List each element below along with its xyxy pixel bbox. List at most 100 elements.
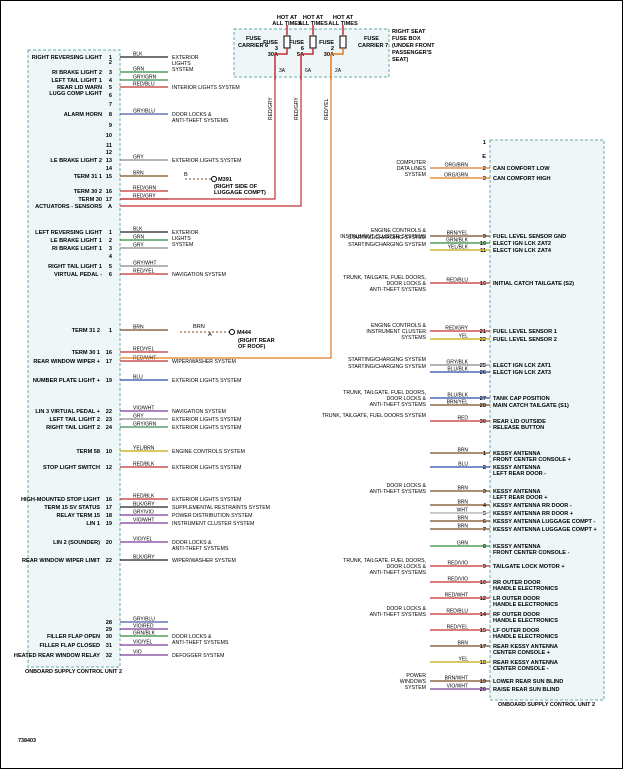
left-wire-label-b: GRY/BLU [133,617,155,623]
left-wire-label-b: BLU [133,375,143,381]
left-pin-number-b: 12 [106,465,112,471]
left-system-label: NAVIGATION SYSTEM [172,272,226,278]
hot-label: ALL TIMES [272,21,302,27]
left-pin-number: 6 [109,93,112,99]
left-system-label-b: EXTERIOR LIGHTS SYSTEM [172,417,241,423]
left-pin-label-b: REAR WINDOW WIPER + [33,359,100,365]
left-pin-label-b: TERM 15 SV STATUS [44,505,100,511]
right-wire-label: BRN [457,448,468,454]
right-pin-label: CAN COMFORT LOW [493,166,550,172]
right-wire-label: BLU/BLK [447,393,468,399]
left-pin-label-b: TERM 58 [76,449,100,455]
left-pin-label: LEFT REVERSING LIGHT [35,230,102,236]
right-pin-label: LF OUTER DOOR [493,628,539,634]
fuse-wire-label: RED/YEL [324,98,330,120]
right-pin-number: 2 [483,166,486,172]
right-system-label: POWER [406,673,426,679]
left-pin-number-b: 19 [106,378,112,384]
right-pin-label: RF OUTER DOOR [493,612,540,618]
right-pin-label: KESSY ANTENNA [493,451,541,457]
right-system-label: ANTI-THEFT SYSTEMS [370,570,427,576]
svg-text:(RIGHT REAR: (RIGHT REAR [238,338,275,344]
left-wire-label: GRY/GRN [133,75,157,81]
fuse-wire [274,48,288,80]
left-system-label-b: EXTERIOR LIGHTS SYSTEM [172,425,241,431]
fuse-wire-label: RED/GRY [268,97,274,120]
left-pin-label: TERM 31 1 [74,174,102,180]
left-pin-label-b: RELAY TERM 15 [56,513,100,519]
hot-label: ALL TIMES [298,21,328,27]
ground-m391-letter: B [184,172,188,178]
left-pin-label-b: TERM 30 1 [72,350,100,356]
right-wire-label: BRN [457,524,468,530]
right-system-label: SYSTEM [405,685,426,691]
left-pin-number: 5 [109,85,112,91]
left-pin-label-b: FILLER FLAP CLOSED [40,643,101,649]
left-wire-label: RED/GRY [133,194,156,200]
right-pin-label: REAR KESSY ANTENNA [493,660,558,666]
fuse-wire [300,48,314,80]
right-system-label: INSTRUMENT CLUSTER [366,329,426,335]
right-wire-label: RED/YEL [447,625,469,631]
left-system-label: LIGHTS [172,236,191,242]
left-pin-label: LE BRAKE LIGHT 1 [50,238,102,244]
fuse-label: FUSE [319,40,334,46]
svg-text:A: A [208,332,212,338]
left-system-label-b: ANTI-THEFT SYSTEMS [172,640,229,646]
left-system-label-b: EXTERIOR LIGHTS SYSTEM [172,465,241,471]
right-pin-label: FUEL LEVEL SENSOR GND [493,234,566,240]
right-pin-number: 20 [480,687,486,693]
svg-text:LUGGAGE COMPT): LUGGAGE COMPT) [214,190,266,196]
left-pin-number: 2 [109,238,112,244]
left-pin-number: 12 [106,150,112,156]
right-wire-label: BRN/YEL [447,400,469,406]
right-pin-number: 7 [483,527,486,533]
right-pin-label: ELECT IGN LCK ZAT3 [493,370,551,376]
svg-text:OF ROOF): OF ROOF) [238,344,265,350]
left-pin-number: 13 [106,158,112,164]
right-pin-number: 9 [483,234,486,240]
right-pin-label: TAILGATE LOCK MOTOR + [493,564,565,570]
fuse-symbol [339,35,347,49]
right-system-label: ANTI-THEFT SYSTEMS [370,612,427,618]
left-pin-number-b: 32 [106,653,112,659]
term30-2-wire [120,80,302,207]
left-wire-label: BLK [133,52,143,58]
right-pin-label: HANDLE ELECTRONICS [493,586,558,592]
left-pin-number: 11 [106,143,112,149]
left-pin-number: 8 [109,112,112,118]
left-pin-number-b: 30 [106,634,112,640]
left-wire-label-b: RED/BLK [133,494,155,500]
left-system-label-b: SUPPLEMENTAL RESTRAINTS SYSTEM [172,505,270,511]
fuse-pin: 2A [335,68,342,74]
right-wire-label: RED/VIO [447,561,468,567]
left-system-label: EXTERIOR [172,230,199,236]
right-system-label: DOOR LOCKS & [387,564,427,570]
right-wire-label: RED/WHT [445,593,468,599]
left-system-label-b: ENGINE CONTROLS SYSTEM [172,449,245,455]
left-pin-number: 9 [109,123,112,129]
fuse-carrier-left-line2: CARRIER 6 [238,43,268,49]
left-pin-number: 1 [109,55,112,61]
left-system-label-b: DEFOGGER SYSTEM [172,653,224,659]
fuse-carrier-right: FUSE CARRIER 7 [358,36,388,49]
left-pin-label: RI BRAKE LIGHT 1 [52,246,102,252]
right-system-label: ANTI-THEFT SYSTEMS [370,402,427,408]
fuse-label: 30A [324,52,334,58]
left-pin-number: 7 [109,102,112,108]
left-pin-label: ACTUATORS - SENSORS [35,204,102,210]
right-pin-number: 3 [483,489,486,495]
left-pin-number-b: 17 [106,359,112,365]
right-pin-label: CENTER CONSOLE - [493,666,549,672]
svg-text:SEAT): SEAT) [392,57,409,63]
left-pin-label: ALARM HORN [64,112,102,118]
left-pin-number-b: 23 [106,417,112,423]
right-system-label: SYSTEM [405,172,426,178]
left-pin-number-b: 24 [106,425,113,431]
left-wire-label: GRY/WHT [133,261,157,267]
right-pin-label: TANK CAP POSITION [493,396,550,402]
right-pin-number: 9 [483,564,486,570]
left-wire-label-b: VIO/YEL [133,640,153,646]
left-wire-label: GRY/BLU [133,109,155,115]
